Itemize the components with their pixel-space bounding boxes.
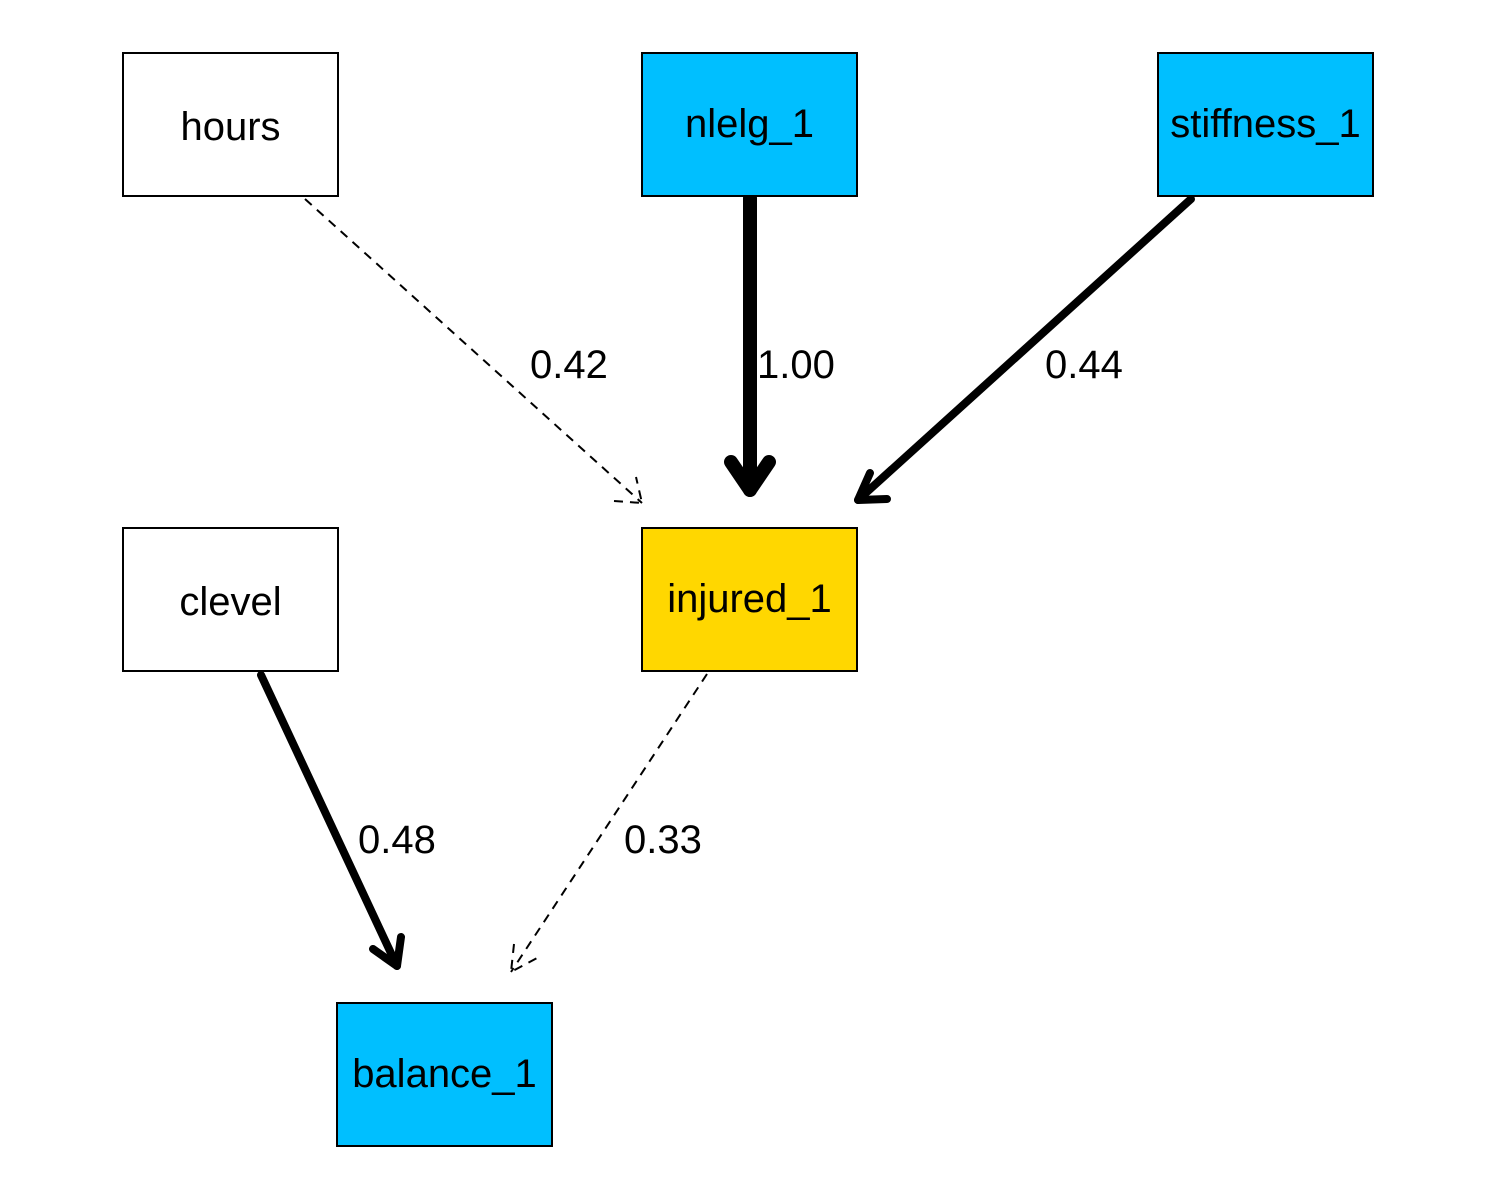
- arrowhead: [369, 933, 405, 970]
- node-box: [336, 1002, 553, 1147]
- edge-clevel-balance: 0.48: [257, 671, 436, 970]
- edge-nlelg-injured: 1.00: [724, 191, 835, 497]
- edge-stiffness-injured: 0.44: [854, 195, 1195, 504]
- edge-label-clevel-balance: 0.48: [358, 818, 436, 862]
- node-label-stiffness_1: stiffness_1: [1170, 102, 1361, 146]
- node-balance_1: balance_1: [336, 1002, 553, 1147]
- node-hours: hours: [122, 52, 339, 197]
- node-label-hours: hours: [180, 105, 280, 149]
- node-injured_1: injured_1: [641, 527, 858, 672]
- edges: 0.42 1.00 0.44 0.48 0.33: [257, 191, 1195, 974]
- edge-line: [304, 198, 643, 504]
- arrowhead: [724, 455, 776, 497]
- edge-hours-injured: 0.42: [304, 198, 644, 505]
- node-box: [641, 52, 858, 197]
- edge-label-hours-injured: 0.42: [530, 343, 608, 387]
- edge-line: [854, 195, 1195, 504]
- node-label-nlelg_1: nlelg_1: [685, 102, 814, 146]
- node-label-balance_1: balance_1: [352, 1052, 537, 1096]
- edge-injured-balance: 0.33: [509, 673, 708, 974]
- node-box: [122, 527, 339, 672]
- node-box: [1157, 52, 1374, 197]
- node-clevel: clevel: [122, 527, 339, 672]
- node-nlelg_1: nlelg_1: [641, 52, 858, 197]
- nodes: hours nlelg_1 stiffness_1 clevel injured…: [122, 52, 1374, 1147]
- node-label-injured_1: injured_1: [667, 577, 832, 621]
- node-box: [122, 52, 339, 197]
- arrowhead: [854, 469, 891, 504]
- node-box: [641, 527, 858, 672]
- edge-line: [257, 671, 401, 970]
- edge-line: [510, 673, 708, 973]
- edge-label-stiffness-injured: 0.44: [1045, 343, 1123, 387]
- edge-label-nlelg-injured: 1.00: [757, 343, 835, 387]
- arrowhead: [509, 943, 538, 974]
- edge-label-injured-balance: 0.33: [624, 818, 702, 862]
- node-label-clevel: clevel: [179, 580, 281, 624]
- node-stiffness_1: stiffness_1: [1157, 52, 1374, 197]
